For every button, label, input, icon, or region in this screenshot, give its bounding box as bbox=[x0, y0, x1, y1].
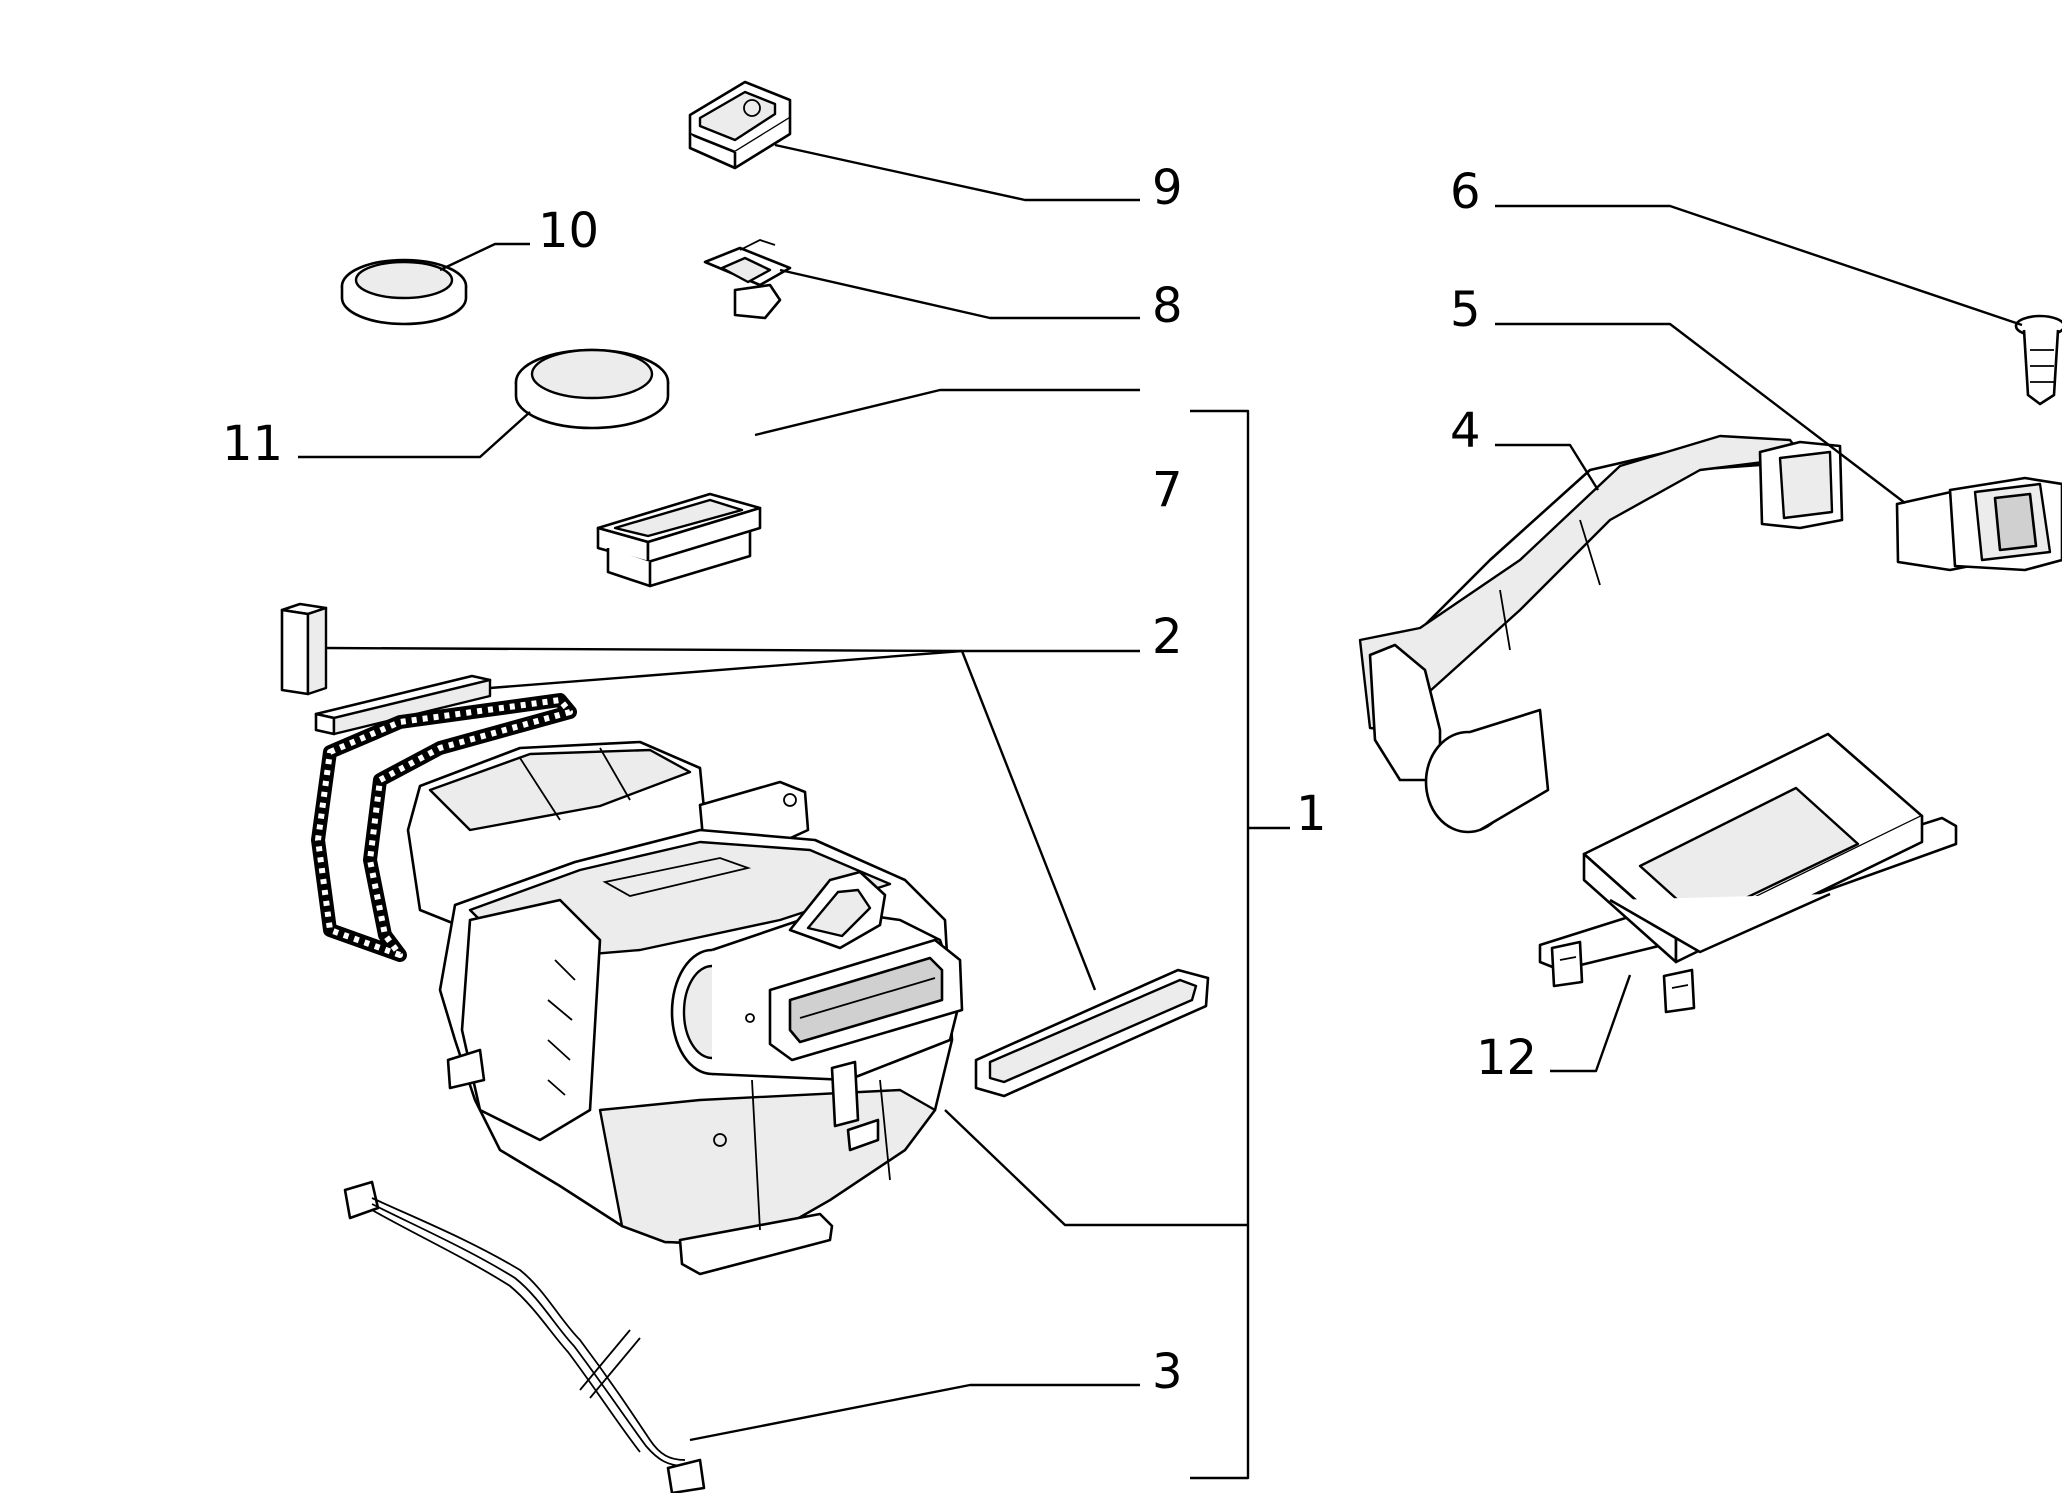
part-7-filter bbox=[596, 492, 762, 588]
bracket-1 bbox=[1190, 409, 1250, 1480]
part-12-tray bbox=[1538, 732, 1958, 1014]
callout-labels: 9 8 10 11 7 2 1 3 6 5 4 12 bbox=[222, 160, 1537, 1400]
leader-9 bbox=[774, 143, 1140, 202]
callout-10: 10 bbox=[538, 203, 599, 259]
callout-8: 8 bbox=[1152, 278, 1183, 334]
part-6-push-rivet bbox=[2014, 314, 2062, 406]
part-10-cap bbox=[340, 258, 468, 326]
leader-7 bbox=[754, 388, 1140, 437]
callout-4: 4 bbox=[1450, 403, 1481, 459]
part-4-air-duct bbox=[1358, 434, 1844, 834]
leader-lines bbox=[298, 143, 2023, 1480]
leader-4 bbox=[1495, 443, 1600, 491]
leader-2 bbox=[325, 646, 1140, 653]
part-11-cap bbox=[514, 348, 670, 430]
callout-3: 3 bbox=[1152, 1344, 1183, 1400]
leader-3 bbox=[689, 1383, 1140, 1442]
leader-6 bbox=[1495, 204, 2023, 327]
leader-11 bbox=[298, 411, 531, 459]
callout-1: 1 bbox=[1296, 786, 1327, 842]
leader-10 bbox=[439, 242, 530, 272]
part-9-clip-bracket bbox=[688, 80, 792, 170]
leader-2c bbox=[960, 650, 1097, 991]
callout-6: 6 bbox=[1450, 164, 1481, 220]
callout-12: 12 bbox=[1476, 1030, 1537, 1086]
callout-2: 2 bbox=[1152, 609, 1183, 665]
leader-main-unit bbox=[944, 1109, 1248, 1227]
part-5-duct-connector bbox=[1895, 476, 2062, 572]
part-3-wiring-harness bbox=[343, 1180, 706, 1493]
callout-5: 5 bbox=[1450, 282, 1481, 338]
part-8-actuator bbox=[703, 239, 792, 320]
heater-unit-assembly bbox=[311, 693, 964, 1276]
leader-8 bbox=[779, 268, 1140, 320]
leader-12 bbox=[1550, 974, 1632, 1073]
callout-9: 9 bbox=[1152, 160, 1183, 216]
part-2-seals bbox=[280, 602, 1210, 1098]
leader-5 bbox=[1495, 322, 1906, 504]
callout-7: 7 bbox=[1152, 462, 1183, 518]
leader-2b bbox=[489, 649, 963, 690]
callout-11: 11 bbox=[222, 416, 283, 472]
